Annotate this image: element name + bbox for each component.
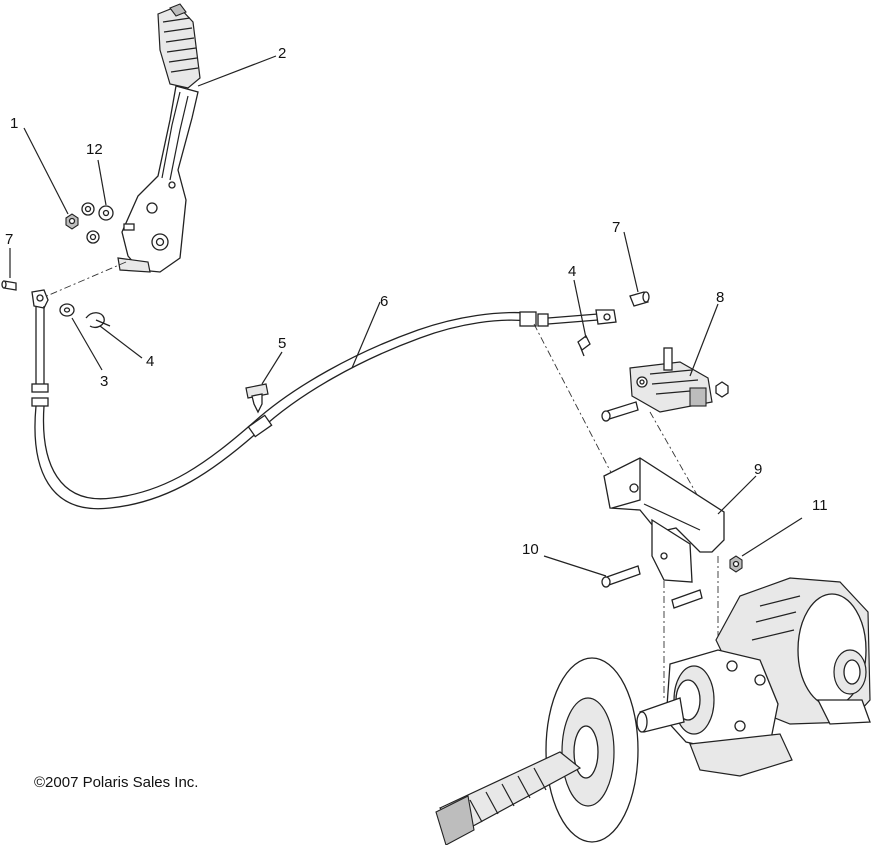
clip-4-left[interactable] — [85, 312, 111, 329]
brake-pedal-assembly[interactable] — [117, 3, 201, 273]
callout-12: 12 — [86, 141, 103, 158]
nut-11[interactable] — [729, 555, 743, 573]
pin-7-right[interactable] — [629, 291, 650, 307]
caliper-bracket-9[interactable] — [603, 457, 725, 609]
rear-gearcase — [636, 577, 871, 777]
callout-10: 10 — [522, 541, 539, 558]
brake-caliper-8[interactable] — [601, 347, 729, 422]
callout-8: 8 — [716, 289, 724, 306]
leader-4a — [99, 325, 143, 359]
leader-3 — [71, 317, 103, 371]
leader-9 — [717, 475, 757, 515]
leader-10 — [543, 555, 607, 577]
callout-3: 3 — [100, 373, 108, 390]
nut-1[interactable] — [65, 213, 79, 230]
washer-3[interactable] — [59, 303, 75, 317]
callout-1: 1 — [10, 115, 18, 132]
leader-12 — [97, 159, 107, 206]
washer-12[interactable] — [81, 202, 114, 244]
leader-8 — [689, 303, 719, 377]
leader-11 — [741, 517, 803, 557]
callout-11: 11 — [812, 497, 828, 514]
brake-cable[interactable] — [31, 289, 617, 510]
callout-4: 4 — [146, 353, 154, 370]
brake-disc — [545, 657, 639, 843]
push-rivet-5[interactable] — [245, 383, 269, 414]
callout-2: 2 — [278, 45, 286, 62]
callout-5: 5 — [278, 335, 286, 352]
callout-7: 7 — [5, 231, 13, 248]
clip-4-right[interactable] — [577, 335, 591, 357]
leader-7b — [623, 231, 639, 293]
callout-7: 7 — [612, 219, 620, 236]
callout-4: 4 — [568, 263, 576, 280]
leader-5 — [261, 351, 283, 385]
leader-4b — [573, 279, 587, 339]
callout-6: 6 — [380, 293, 388, 310]
bolt-10[interactable] — [601, 565, 641, 588]
leader-6 — [351, 301, 381, 369]
pin-7-left[interactable] — [1, 280, 17, 291]
leader-2 — [197, 55, 277, 87]
copyright-text: ©2007 Polaris Sales Inc. — [34, 774, 198, 791]
leader-1 — [23, 127, 69, 215]
drive-shaft — [435, 751, 582, 845]
callout-9: 9 — [754, 461, 762, 478]
